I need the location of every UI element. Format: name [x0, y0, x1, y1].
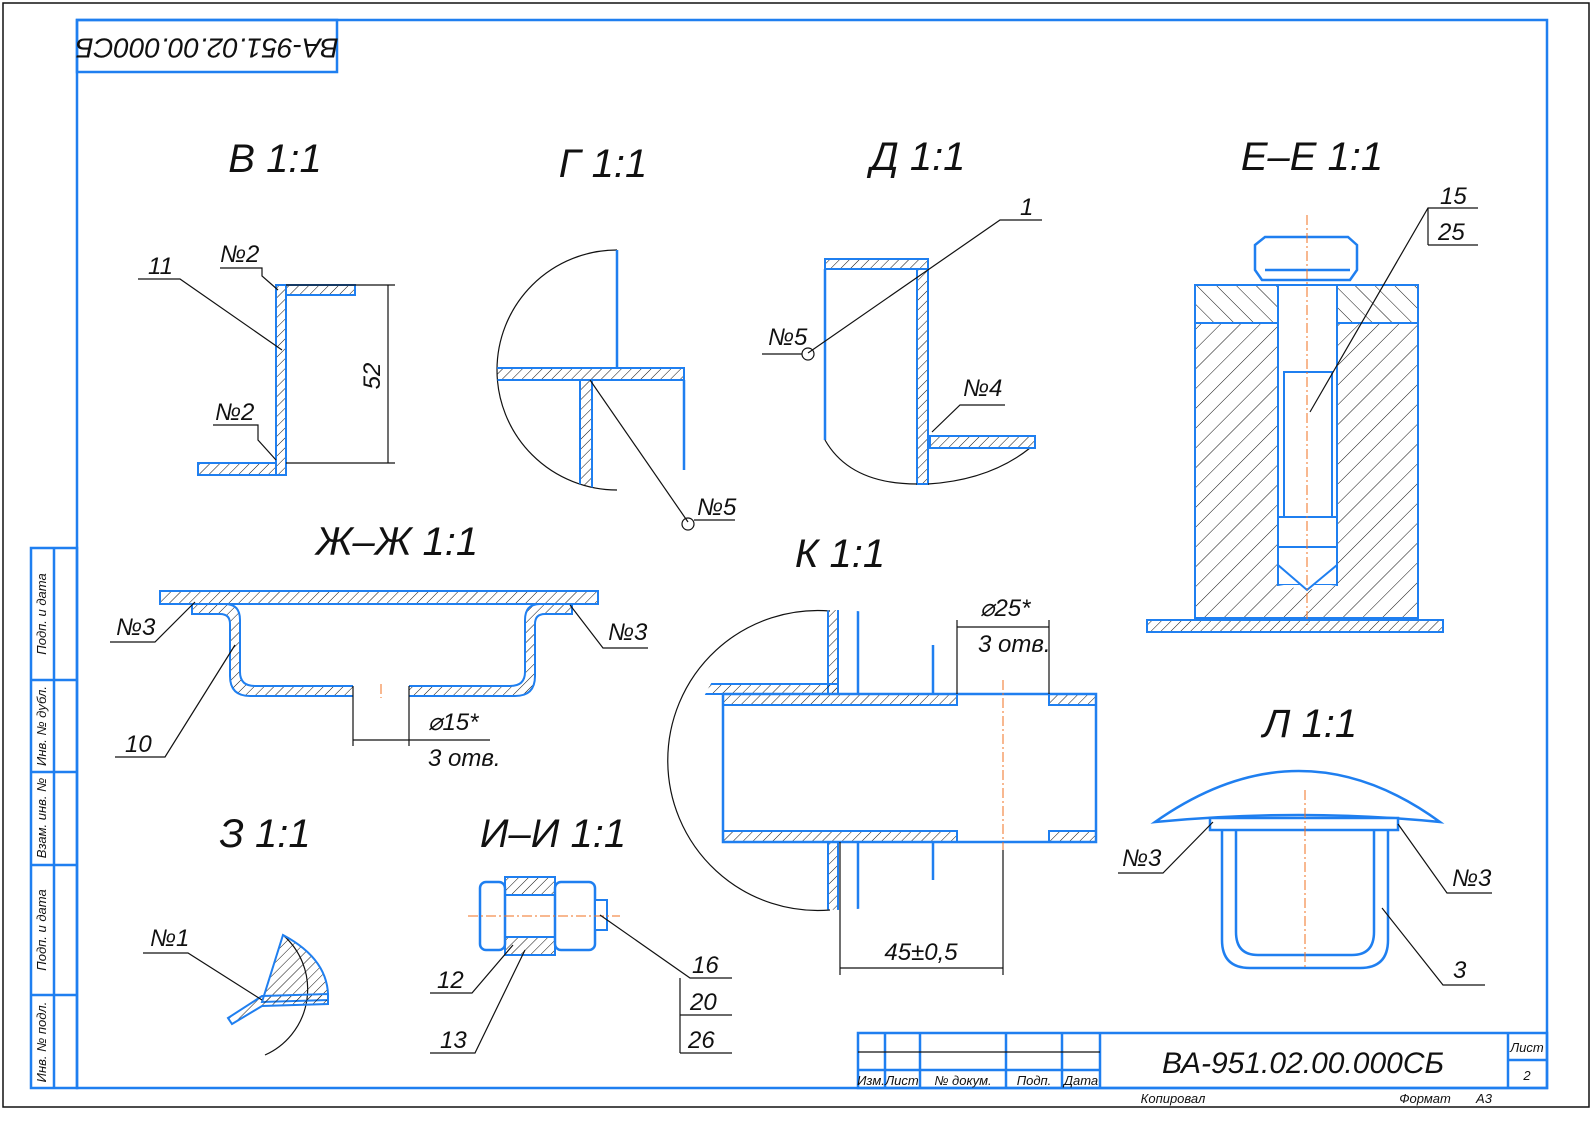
copied-label: Копировал: [1141, 1091, 1206, 1106]
weld-label: №5: [697, 494, 737, 521]
view-title: К 1:1: [795, 532, 885, 576]
side-strip: Подп. и дата Инв. № дубл. Взам. инв. № П…: [29, 546, 79, 1090]
weld-label: №3: [1452, 865, 1492, 892]
weld-label: №3: [116, 614, 156, 641]
view-title: Л 1:1: [1260, 702, 1357, 746]
view-title: Д 1:1: [867, 135, 966, 179]
position-label: 11: [148, 253, 173, 280]
col-list: Лист: [884, 1073, 919, 1088]
stamp-rotated: ВА-951.02.00.000СБ: [75, 18, 339, 74]
holes-label: 3 отв.: [978, 631, 1051, 658]
position-label: 10: [125, 731, 152, 758]
sheet-label: Лист: [1509, 1040, 1544, 1055]
title-block: Изм. Лист № докум. Подп. Дата ВА-951.02.…: [856, 1031, 1549, 1106]
view-title: В 1:1: [228, 137, 321, 181]
sheet-number: 2: [1522, 1068, 1531, 1083]
position-label: 13: [440, 1027, 467, 1054]
view-ee: Е–Е 1:1 15 25: [1146, 135, 1478, 633]
weld-label: №2: [220, 241, 259, 268]
position-label: 1: [1020, 194, 1033, 221]
view-g: Г 1:1 №5: [496, 142, 737, 531]
weld-label: №5: [768, 324, 808, 351]
format-label: Формат: [1399, 1091, 1451, 1106]
outer-frame: [2, 2, 1590, 1108]
view-v: В 1:1 52 11 №2 №2: [138, 137, 395, 476]
position-label: 25: [1437, 219, 1465, 246]
weld-label: №1: [150, 925, 189, 952]
weld-label: №3: [608, 619, 648, 646]
strip-label: Инв. № дубл.: [34, 686, 49, 766]
view-d: Д 1:1 1 №5 №4: [762, 135, 1042, 485]
strip-label: Подп. и дата: [34, 889, 49, 970]
position-label: 12: [437, 967, 464, 994]
view-z: З 1:1 №1: [143, 812, 330, 1056]
position-label: 26: [687, 1027, 715, 1054]
document-code: ВА-951.02.00.000СБ: [1162, 1047, 1444, 1080]
diameter-label: ⌀25*: [980, 595, 1031, 622]
view-title: З 1:1: [219, 812, 310, 856]
diameter-label: ⌀15*: [428, 709, 479, 736]
view-zhzh: Ж–Ж 1:1 ⌀15* 3 отв. №3 №3 10: [110, 520, 648, 772]
view-title: Ж–Ж 1:1: [314, 520, 478, 564]
strip-label: Подп. и дата: [34, 573, 49, 654]
dimension-45: 45±0,5: [884, 939, 958, 966]
weld-label: №2: [215, 399, 254, 426]
position-label: 3: [1453, 957, 1467, 984]
strip-label: Инв. № подл.: [34, 1002, 49, 1083]
format-value: А3: [1475, 1091, 1493, 1106]
view-k: К 1:1 ⌀25* 3 отв. 45±0,5: [667, 532, 1098, 975]
view-title: И–И 1:1: [480, 812, 626, 856]
view-l: Л 1:1 №3 №3 3: [1118, 702, 1492, 986]
view-title: Е–Е 1:1: [1241, 135, 1383, 179]
view-ii: И–И 1:1 16 20 26 12 13: [430, 812, 732, 1054]
col-sign: Подп.: [1017, 1073, 1052, 1088]
view-title: Г 1:1: [559, 142, 647, 186]
weld-label: №4: [963, 375, 1002, 402]
strip-label: Взам. инв. №: [34, 778, 49, 858]
col-date: Дата: [1062, 1073, 1098, 1088]
col-doc: № докум.: [934, 1073, 991, 1088]
position-label: 20: [689, 989, 717, 1016]
col-izm: Изм.: [857, 1073, 885, 1088]
holes-label: 3 отв.: [428, 745, 501, 772]
position-label: 16: [692, 952, 719, 979]
dimension-52: 52: [359, 363, 386, 390]
stamp-code: ВА-951.02.00.000СБ: [75, 33, 338, 64]
position-label: 15: [1440, 183, 1467, 210]
weld-label: №3: [1122, 845, 1162, 872]
